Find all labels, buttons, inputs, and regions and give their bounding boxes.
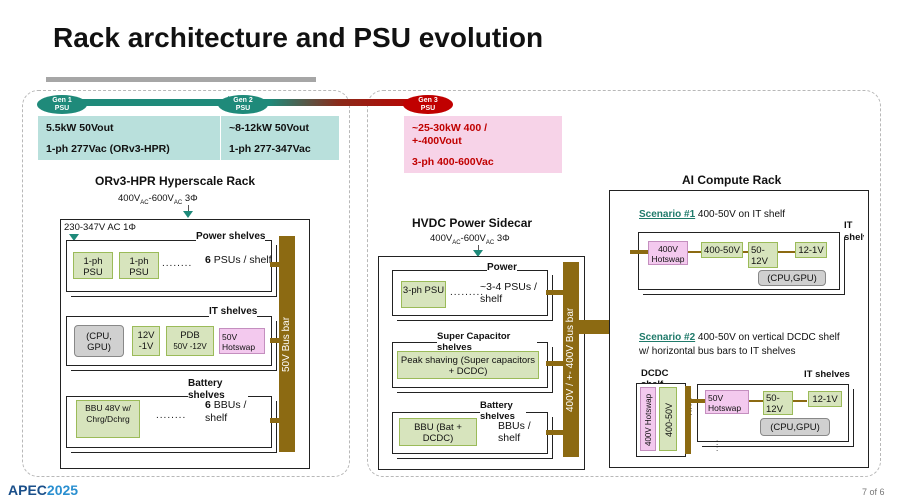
left-pdb: PDB 50V -12V [166, 326, 214, 356]
sidecar-feed: 400VAC-600VAC 3Φ [430, 233, 510, 246]
s1-feed-line [630, 250, 648, 254]
gen2-spec: ~8-12kW 50Vout 1-ph 277-347Vac [221, 116, 339, 160]
s2-cpu-gpu: (CPU,GPU) [760, 418, 830, 436]
right-region [367, 90, 881, 477]
gen1-sub: PSU [54, 105, 70, 112]
left-it-label: IT shelves [209, 306, 258, 317]
left-pdb-label: PDB [180, 330, 200, 341]
gen1-input: 1-ph 277Vac (ORv3-HPR) [46, 143, 170, 155]
left-ac-arrow [69, 234, 79, 241]
gen2-input: 1-ph 277-347Vac [229, 143, 311, 155]
gen2-power: ~8-12kW 50Vout [229, 122, 310, 134]
s2-dots-b: : : [716, 438, 720, 453]
left-tap-1 [270, 262, 282, 267]
sidecar-bbu-count: BBUs / shelf [498, 420, 531, 444]
left-ac-in: 230-347V AC 1Φ [64, 222, 137, 233]
sidecar-supercap-label: Super Capacitor shelves [437, 331, 537, 353]
s2-hotswap400: 400V Hotswap [640, 387, 656, 451]
gen3-oval: Gen 3 PSU [403, 95, 453, 114]
scenario1-text: 400-50V on IT shelf [695, 209, 786, 220]
left-psu-2: 1-ph PSU [119, 252, 159, 279]
gen3-power: ~25-30kW 400 / +-400Vout [412, 122, 488, 147]
s1-conn-line [686, 251, 804, 253]
left-psu-count: 6 PSUs / shelf [205, 254, 272, 266]
sidecar-bus-label: 400V / +- 400V Bus bar [565, 307, 576, 412]
sidecar-tap-3 [546, 430, 564, 435]
ai-rack-title: AI Compute Rack [682, 173, 782, 187]
s1-50-12: 50-12V [748, 242, 778, 268]
sidecar-tap-1 [546, 290, 564, 295]
s2-50-12: 50-12V [763, 391, 793, 415]
left-psu-dots: ........ [162, 258, 193, 269]
left-pdb-sub: 50V -12V [173, 342, 207, 351]
sidecar-feed-arrow [473, 250, 483, 257]
s1-hotswap: 400V Hotswap [648, 241, 688, 265]
scenario1-link[interactable]: Scenario #1 [639, 209, 696, 220]
sidecar-feed-line [478, 245, 479, 251]
scenario2-text2: w/ horizontal bus bars to IT shelves [639, 346, 796, 357]
left-feed: 400VAC-600VAC 3Φ [118, 193, 198, 206]
left-rack-title: ORv3-HPR Hyperscale Rack [95, 174, 256, 188]
s2-hotswap50: 50V Hotswap [705, 390, 749, 414]
s2-400-50-label: 400-50V [664, 402, 674, 438]
page-number: 7 of 6 [862, 487, 885, 497]
gen3-input: 3-ph 400-600Vac [412, 156, 494, 168]
left-region [22, 90, 350, 477]
s1-it-label: IT shelves [844, 220, 864, 243]
s1-400-50: 400-50V [701, 242, 743, 258]
sidecar-battery-label: Battery shelves [480, 400, 526, 422]
title-underline [46, 77, 316, 82]
gen1-label: Gen 1 [52, 97, 72, 104]
left-cpu-gpu: (CPU, GPU) [74, 325, 124, 357]
apec-logo-a: APEC [8, 482, 47, 498]
gen2-label: Gen 2 [233, 97, 253, 104]
left-feed-line [188, 205, 189, 213]
scenario2-text: 400-50V on vertical DCDC shelf [695, 332, 840, 343]
sidecar-psu-dots: ......... [450, 287, 485, 298]
left-hotswap: 50V Hotswap [219, 328, 265, 354]
sidecar-tap-2 [546, 361, 564, 366]
s2-it-label: IT shelves [804, 369, 850, 380]
s2-12-1: 12-1V [808, 391, 842, 407]
left-12v: 12V -1V [132, 326, 160, 356]
gen3-sub: PSU [420, 105, 436, 112]
left-tap-3 [270, 418, 282, 423]
s2-hotswap400-label: 400V Hotswap [644, 393, 653, 447]
sidecar-psu-count: ~3-4 PSUs / shelf [480, 281, 537, 305]
left-bbu-count: 6 BBUs / shelf [205, 399, 247, 424]
s1-12-1: 12-1V [795, 242, 827, 258]
s2-400-50: 400-50V [659, 387, 677, 451]
sidecar-bus-bar: 400V / +- 400V Bus bar [563, 262, 579, 457]
left-psu-1: 1-ph PSU [73, 252, 113, 279]
scenario2-link[interactable]: Scenario #2 [639, 332, 696, 343]
gen1-spec: 5.5kW 50Vout 1-ph 277Vac (ORv3-HPR) [38, 116, 220, 160]
gen2-sub: PSU [235, 105, 251, 112]
s1-cpu-gpu: (CPU,GPU) [758, 270, 826, 286]
gen3-label: Gen 3 [418, 97, 438, 104]
sidecar-power-label: Power [487, 262, 518, 273]
left-power-label: Power shelves [196, 231, 266, 242]
s2-hbus [688, 399, 706, 403]
gen1-oval: Gen 1 PSU [37, 95, 87, 114]
page-title: Rack architecture and PSU evolution [53, 22, 544, 53]
left-tap-2 [270, 338, 282, 343]
left-bus-bar: 50V Bus bar [279, 236, 295, 452]
left-bbu-dots: ........ [156, 410, 187, 421]
gen1-power: 5.5kW 50Vout [46, 122, 114, 134]
sidecar-title: HVDC Power Sidecar [412, 216, 533, 230]
left-feed-arrow [183, 211, 193, 218]
s2-vertical-bus [685, 386, 691, 454]
left-bus-label: 50V Bus bar [281, 316, 292, 372]
gen2-oval: Gen 2 PSU [218, 95, 268, 114]
apec-logo-b: 2025 [46, 482, 79, 498]
sidecar-peak: Peak shaving (Super capacitors + DCDC) [397, 351, 539, 379]
apec-logo: APEC2025 [8, 482, 78, 498]
scenario2-line: Scenario #2 400-50V on vertical DCDC she… [639, 332, 840, 343]
scenario1-line: Scenario #1 400-50V on IT shelf [639, 209, 785, 220]
sidecar-psu: 3-ph PSU [401, 281, 446, 308]
sidecar-bbu: BBU (Bat + DCDC) [399, 418, 477, 446]
gen3-spec: ~25-30kW 400 / +-400Vout 3-ph 400-600Vac [404, 116, 562, 173]
left-battery-label: Battery shelves [188, 378, 248, 402]
left-bbu: BBU 48V w/ Chrg/Dchrg [76, 400, 140, 438]
